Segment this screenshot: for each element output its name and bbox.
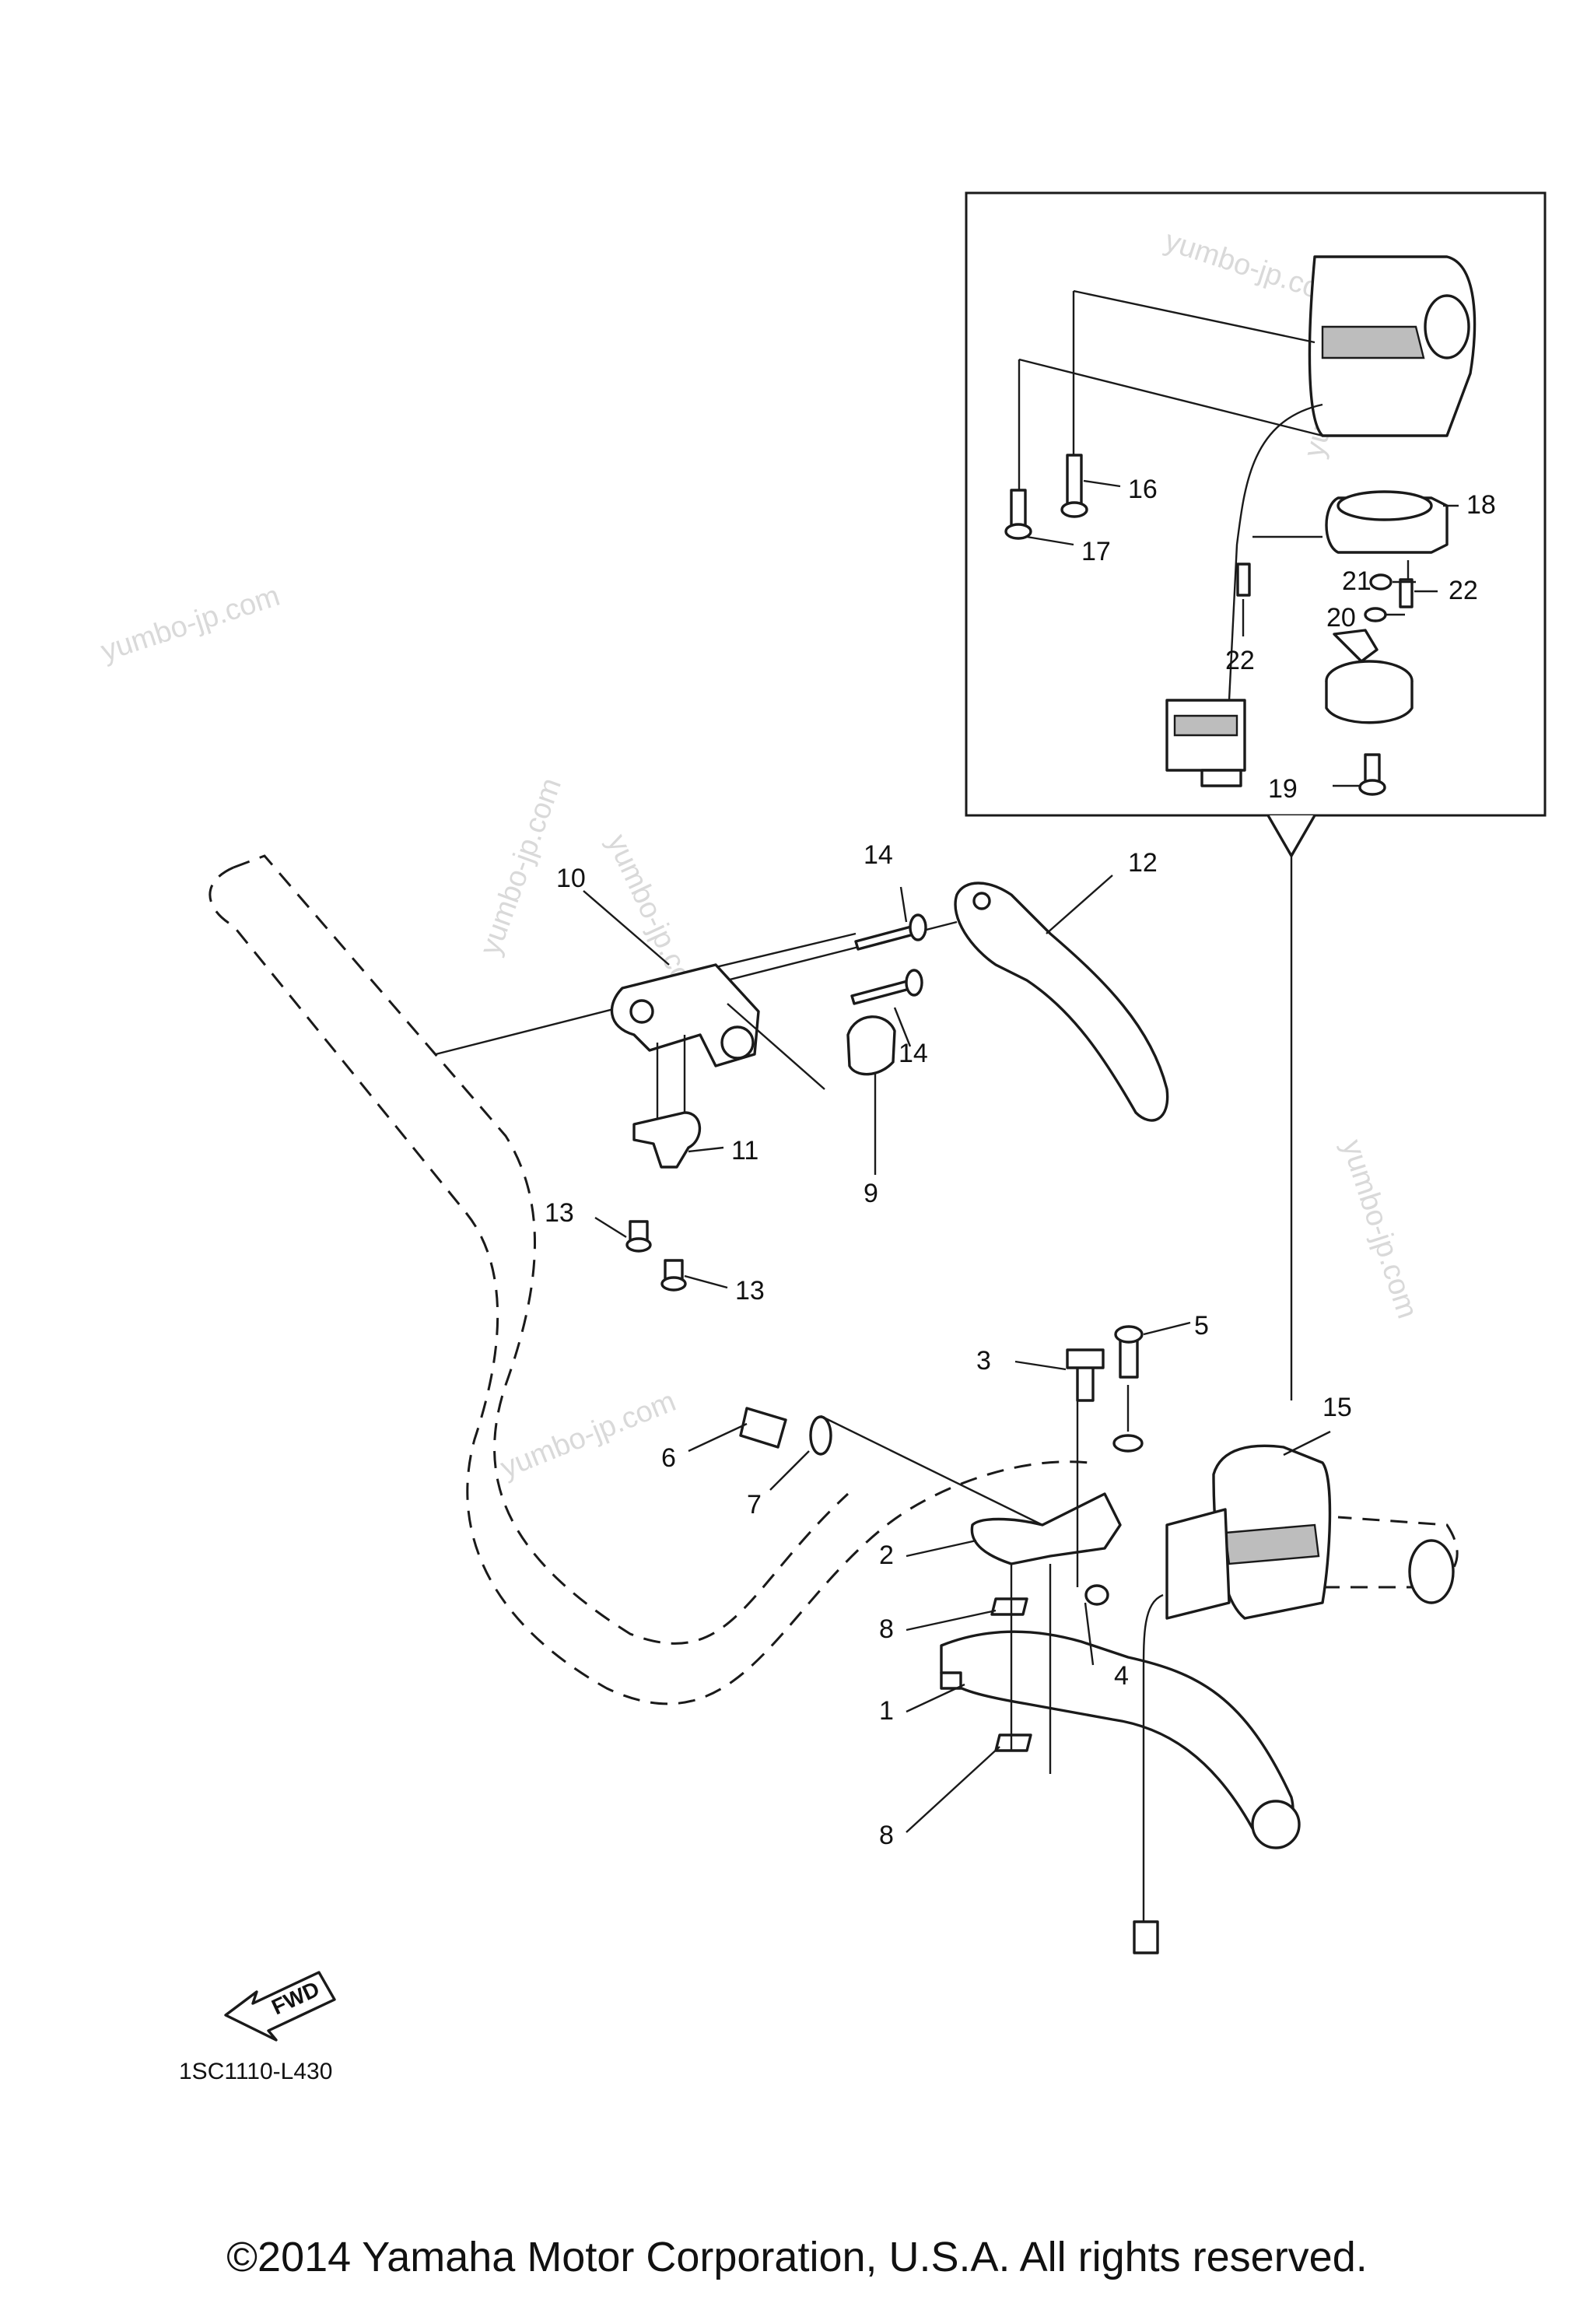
bolts-14 [850,913,927,1005]
callout-15: 15 [1322,1393,1352,1422]
lever-pivot [972,892,991,910]
callout-9: 9 [864,1179,878,1208]
lever-bracket [435,920,958,1120]
watermark: yumbo-jp.com [496,1385,681,1484]
callout-8a: 8 [879,1614,894,1644]
callout-21: 21 [1342,566,1372,596]
callout-13a: 13 [545,1198,574,1228]
bolts-16-17 [1004,454,1088,540]
drawing-code: 1SC1110-L430 [179,2059,332,2084]
callout-4: 4 [1114,1661,1129,1691]
callout-14a: 14 [864,840,893,870]
fwd-arrow: FWD [224,1971,336,2042]
callout-8b: 8 [879,1821,894,1850]
switch-15 [1133,1444,1332,1954]
callout-leaders [583,479,1459,1833]
copyright-notice: ©2014 Yamaha Motor Corporation, U.S.A. A… [226,2234,1368,2280]
callout-20: 20 [1326,603,1356,633]
callout-5: 5 [1194,1311,1209,1341]
plate-11 [632,1111,702,1169]
callout-2: 2 [879,1541,894,1570]
callout-10: 10 [556,864,586,893]
watermark: yumbo-jp.com [1335,1136,1424,1323]
callout-22b: 22 [1225,646,1255,675]
watermark: yumbo-jp.com [97,580,284,668]
hot-start-lever [954,882,1169,1122]
small-parts-20-22 [1236,563,1414,622]
ring-18 [1252,490,1449,591]
callout-7: 7 [747,1490,762,1520]
handlebar [208,854,1459,1705]
callout-19: 19 [1268,774,1298,804]
callout-3: 3 [976,1346,991,1376]
callout-12: 12 [1128,848,1158,878]
cap-19 [1325,629,1414,796]
callout-14b: 14 [899,1039,928,1068]
callout-11: 11 [731,1136,758,1166]
inset-frame [965,191,1547,817]
callout-6: 6 [661,1443,676,1473]
screws-13 [625,1220,687,1292]
callout-18: 18 [1466,490,1496,520]
callout-22a: 22 [1449,576,1478,605]
callout-1: 1 [879,1696,894,1726]
watermark: yumbo-jp.com [474,773,568,959]
callout-16: 16 [1128,475,1158,504]
inset-pointer [1266,815,1316,857]
callout-17: 17 [1081,537,1111,566]
inset-switch [1018,255,1477,787]
callout-13b: 13 [735,1276,765,1306]
lower-assembly [739,1325,1301,1849]
knob-9 [846,1015,896,1076]
callout-numbers: 1 2 3 4 5 6 7 8 8 9 10 11 12 13 13 14 14… [545,475,1496,1850]
